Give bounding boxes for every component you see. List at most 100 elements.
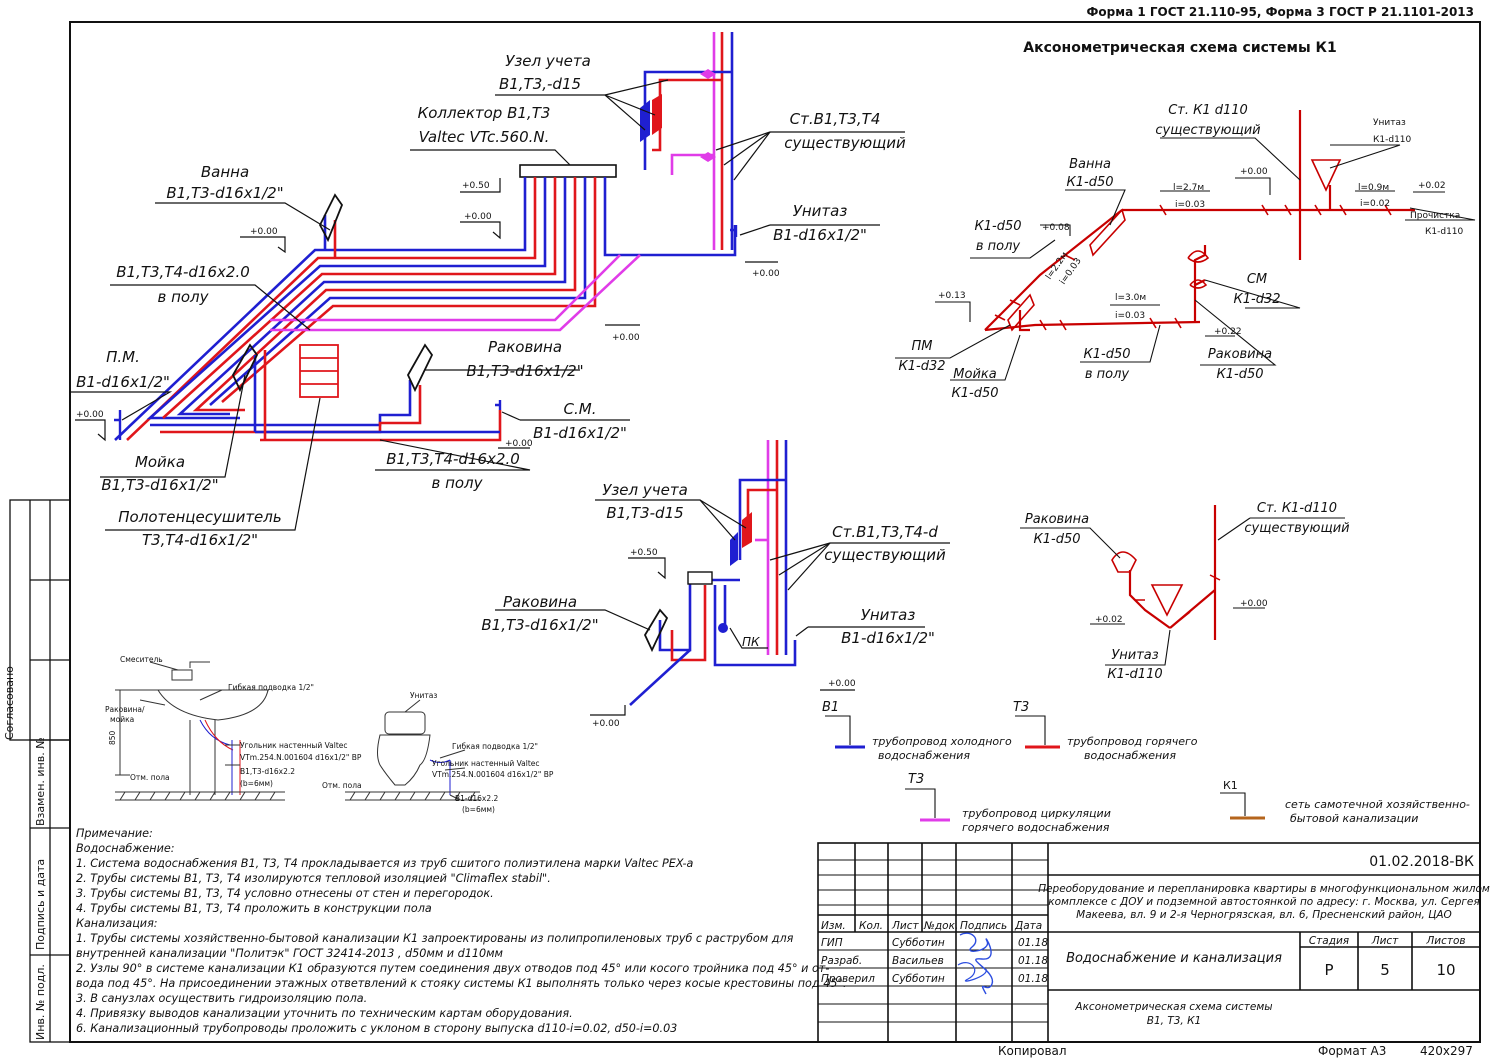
collector-box bbox=[519, 164, 617, 178]
note-line: 1. Трубы системы хозяйственно-бытовой ка… bbox=[76, 932, 794, 945]
svg-text:Узел учета: Узел учета bbox=[602, 481, 688, 499]
svg-text:Ванна: Ванна bbox=[201, 163, 249, 181]
svg-text:С.М.: С.М. bbox=[564, 400, 597, 418]
svg-text:+0.00: +0.00 bbox=[1240, 599, 1268, 609]
svg-text:горячего водоснабжения: горячего водоснабжения bbox=[962, 821, 1110, 834]
svg-text:Узел учета: Узел учета bbox=[505, 52, 591, 70]
note-line: вода под 45°. На присоединении этажных о… bbox=[76, 977, 847, 990]
svg-text:Унитаз: Унитаз bbox=[861, 606, 916, 624]
leaders-sewer-bottom bbox=[1020, 517, 1345, 666]
fixture-icons bbox=[114, 193, 738, 440]
legend-text: В1 трубопровод холодного водоснабжения Т… bbox=[822, 700, 1470, 834]
side-agreed: Согласовано bbox=[3, 666, 16, 740]
detail-sink bbox=[115, 661, 285, 801]
detail-toilet bbox=[345, 699, 480, 801]
svg-text:Васильев: Васильев bbox=[892, 955, 944, 967]
svg-text:+0.00: +0.00 bbox=[828, 679, 856, 689]
svg-text:Макеева, вл. 9 и 2-я Черногряз: Макеева, вл. 9 и 2-я Черногрязская, вл. … bbox=[1076, 909, 1452, 921]
svg-text:К1-d110: К1-d110 bbox=[1107, 667, 1162, 682]
water-scheme-top bbox=[114, 32, 737, 442]
svg-text:+0.02: +0.02 bbox=[1095, 615, 1123, 625]
svg-text:Ст. К1 d110: Ст. К1 d110 bbox=[1168, 103, 1248, 118]
svg-text:Раковина: Раковина bbox=[488, 338, 562, 356]
svg-text:В1, Т3, К1: В1, Т3, К1 bbox=[1147, 1015, 1201, 1027]
svg-text:+0.22: +0.22 bbox=[1214, 327, 1242, 337]
svg-text:Дата: Дата bbox=[1014, 920, 1042, 932]
svg-text:+0.00: +0.00 bbox=[250, 227, 278, 237]
scheme-title: Аксонометрическая схема системы К1 bbox=[1023, 40, 1336, 56]
svg-text:01.02.2018-ВК: 01.02.2018-ВК bbox=[1369, 854, 1474, 870]
svg-text:Раковина: Раковина bbox=[1208, 347, 1272, 362]
collector-box-bottom bbox=[687, 571, 713, 585]
svg-text:10: 10 bbox=[1436, 961, 1455, 979]
svg-text:К1-d50: К1-d50 bbox=[1067, 175, 1114, 190]
svg-text:В1,Т3-d16х1/2": В1,Т3-d16х1/2" bbox=[481, 616, 598, 634]
meter-cold-top bbox=[640, 100, 650, 142]
svg-text:01.18: 01.18 bbox=[1018, 955, 1048, 967]
svg-text:В1,Т3,Т4-d16х2.0: В1,Т3,Т4-d16х2.0 bbox=[116, 263, 250, 281]
svg-text:Ст.В1,Т3,Т4: Ст.В1,Т3,Т4 bbox=[790, 110, 881, 128]
footer: Копировал Формат А3 420х297 bbox=[998, 1044, 1473, 1058]
svg-text:Кол.: Кол. bbox=[859, 920, 883, 932]
svg-text:VTm.254.N.001604 d16х1/2" ВР: VTm.254.N.001604 d16х1/2" ВР bbox=[432, 770, 554, 779]
svg-text:в полу: в полу bbox=[157, 288, 209, 306]
svg-text:существующий: существующий bbox=[784, 134, 906, 152]
svg-text:Отм. пола: Отм. пола bbox=[130, 773, 170, 782]
svg-text:Лист: Лист bbox=[1371, 935, 1399, 947]
leaders-sewer-top bbox=[895, 137, 1476, 381]
svg-text:Прочистка: Прочистка bbox=[1410, 211, 1460, 221]
svg-text:в полу: в полу bbox=[1085, 367, 1130, 382]
svg-text:В1-d16х1/2": В1-d16х1/2" bbox=[533, 424, 627, 442]
svg-text:К1: К1 bbox=[1223, 779, 1238, 792]
svg-text:Раковина: Раковина bbox=[1025, 512, 1089, 527]
svg-text:ГИП: ГИП bbox=[821, 937, 843, 949]
svg-text:мойка: мойка bbox=[110, 715, 134, 724]
note-line: 4. Трубы системы В1, Т3, Т4 проложить в … bbox=[76, 902, 432, 915]
svg-text:Смеситель: Смеситель bbox=[120, 655, 163, 664]
water-scheme-bottom bbox=[629, 440, 797, 706]
svg-text:+0.02: +0.02 bbox=[1418, 181, 1446, 191]
svg-text:ПК: ПК bbox=[742, 635, 760, 649]
side-sign: Подпись и дата bbox=[34, 859, 47, 950]
svg-text:В1-d16х1/2": В1-d16х1/2" bbox=[76, 373, 170, 391]
svg-text:Аксонометрическая схема систем: Аксонометрическая схема системы bbox=[1074, 1001, 1272, 1013]
signature-icon bbox=[957, 962, 987, 982]
svg-text:Изм.: Изм. bbox=[821, 920, 846, 932]
sewer-scheme-bottom bbox=[1111, 505, 1221, 640]
svg-text:К1-d110: К1-d110 bbox=[1373, 135, 1412, 145]
svg-text:Гибкая подводка 1/2": Гибкая подводка 1/2" bbox=[452, 742, 538, 751]
svg-text:+0.00: +0.00 bbox=[592, 719, 620, 729]
svg-text:К1-d110: К1-d110 bbox=[1425, 227, 1464, 237]
svg-text:Подпись: Подпись bbox=[960, 920, 1007, 932]
svg-text:водоснабжения: водоснабжения bbox=[878, 749, 970, 762]
svg-text:ПМ: ПМ bbox=[912, 339, 933, 354]
svg-text:Листов: Листов bbox=[1425, 935, 1465, 947]
svg-text:Унитаз: Унитаз bbox=[1111, 648, 1158, 663]
svg-text:01.18: 01.18 bbox=[1018, 973, 1048, 985]
svg-text:Переоборудование и перепланиро: Переоборудование и перепланировка кварти… bbox=[1038, 883, 1490, 895]
svg-text:К1-d50: К1-d50 bbox=[1034, 532, 1081, 547]
sewer-scheme-top bbox=[984, 110, 1415, 332]
signature-icon bbox=[959, 932, 994, 995]
svg-text:В1,Т3-d16х1/2": В1,Т3-d16х1/2" bbox=[466, 362, 583, 380]
svg-text:Субботин: Субботин bbox=[892, 937, 945, 949]
svg-text:Коллектор В1,Т3: Коллектор В1,Т3 bbox=[418, 104, 551, 122]
note-line: 3. Трубы системы В1, Т3, Т4 условно отне… bbox=[76, 887, 494, 900]
svg-text:в полу: в полу bbox=[976, 239, 1021, 254]
svg-text:l=2.7м: l=2.7м bbox=[1173, 183, 1204, 193]
svg-text:трубопровод холодного: трубопровод холодного bbox=[872, 735, 1012, 748]
legend bbox=[825, 715, 1265, 822]
svg-text:Мойка: Мойка bbox=[135, 453, 185, 471]
svg-text:+0.50: +0.50 bbox=[630, 548, 658, 558]
svg-text:+0.50: +0.50 bbox=[462, 181, 490, 191]
note-line: 6. Канализационный трубопроводы проложит… bbox=[76, 1022, 678, 1035]
svg-text:Раковина/: Раковина/ bbox=[105, 705, 145, 714]
svg-text:Стадия: Стадия bbox=[1309, 935, 1349, 947]
svg-text:Р: Р bbox=[1324, 961, 1333, 979]
svg-text:Разраб.: Разраб. bbox=[821, 955, 862, 967]
marks-water-top: +0.50 +0.00 +0.00 +0.00 +0.00 +0.00 +0.0… bbox=[76, 181, 780, 449]
leaders-water-bottom bbox=[495, 499, 950, 716]
sink-fixture-icon bbox=[643, 608, 669, 653]
svg-text:Формат А3: Формат А3 bbox=[1318, 1044, 1386, 1058]
